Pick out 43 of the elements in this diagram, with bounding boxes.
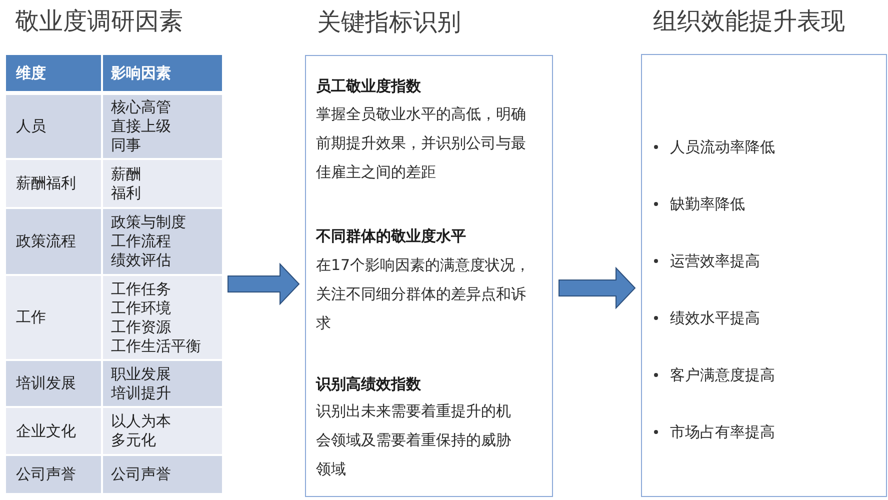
cell-text: 绩效评估 <box>111 251 171 270</box>
section-heading: 不同群体的敬业度水平 <box>316 226 466 246</box>
list-item-text: 绩效水平提高 <box>670 308 760 329</box>
section-text: 掌握全员敬业水平的高低，明确前期提升效果，并识别公司与最佳雇主之间的差距 <box>316 104 527 182</box>
cell-text: 工作 <box>16 308 46 327</box>
block-arrow <box>228 262 300 306</box>
section-text: 在17个影响因素的满意度状况，关注不同细分群体的差异点和诉求 <box>316 254 532 334</box>
cell-text: 工作环境 <box>111 298 171 318</box>
cell-text: 企业文化 <box>16 422 76 440</box>
cell-text: 同事 <box>111 136 141 155</box>
cell-text: 工作流程 <box>111 232 171 251</box>
cell-text: 工作任务 <box>111 280 171 298</box>
cell-text: 福利 <box>111 184 141 202</box>
section-heading: 识别高绩效指数 <box>316 374 421 394</box>
cell-text: 多元化 <box>111 431 156 450</box>
cell-text: 核心高管 <box>111 98 171 117</box>
column-title: 关键指标识别 <box>317 7 461 37</box>
section-text: 识别出未来需要着重提升的机会领域及需要着重保持的威胁领域 <box>316 400 512 480</box>
list-item-text: 客户满意度提高 <box>670 365 775 386</box>
cell-text: 公司声誉 <box>111 465 171 484</box>
cell-text: 培训发展 <box>16 374 76 393</box>
cell-text: 人员 <box>16 117 46 136</box>
header-text: 维度 <box>16 64 46 82</box>
list-item-text: 人员流动率降低 <box>670 137 775 158</box>
cell-text: 工作生活平衡 <box>111 336 201 356</box>
column-title: 敬业度调研因素 <box>15 6 183 36</box>
block-arrow <box>558 266 636 310</box>
section-heading: 员工敬业度指数 <box>316 76 421 96</box>
cell-text: 薪酬 <box>111 164 141 184</box>
cell-text: 直接上级 <box>111 117 171 136</box>
header-text: 影响因素 <box>111 64 171 82</box>
list-item-text: 运营效率提高 <box>670 251 760 272</box>
cell-text: 工作资源 <box>111 318 171 336</box>
cell-text: 政策流程 <box>16 232 76 251</box>
cell-text: 公司声誉 <box>16 465 76 484</box>
list-item-text: 缺勤率降低 <box>670 194 745 215</box>
column-title: 组织效能提升表现 <box>653 6 845 36</box>
cell-text: 以人为本 <box>111 412 171 431</box>
cell-text: 职业发展 <box>111 364 171 384</box>
list-item-text: 市场占有率提高 <box>670 422 775 443</box>
cell-text: 政策与制度 <box>111 213 186 232</box>
cell-text: 培训提升 <box>111 384 171 402</box>
cell-text: 薪酬福利 <box>16 174 76 193</box>
